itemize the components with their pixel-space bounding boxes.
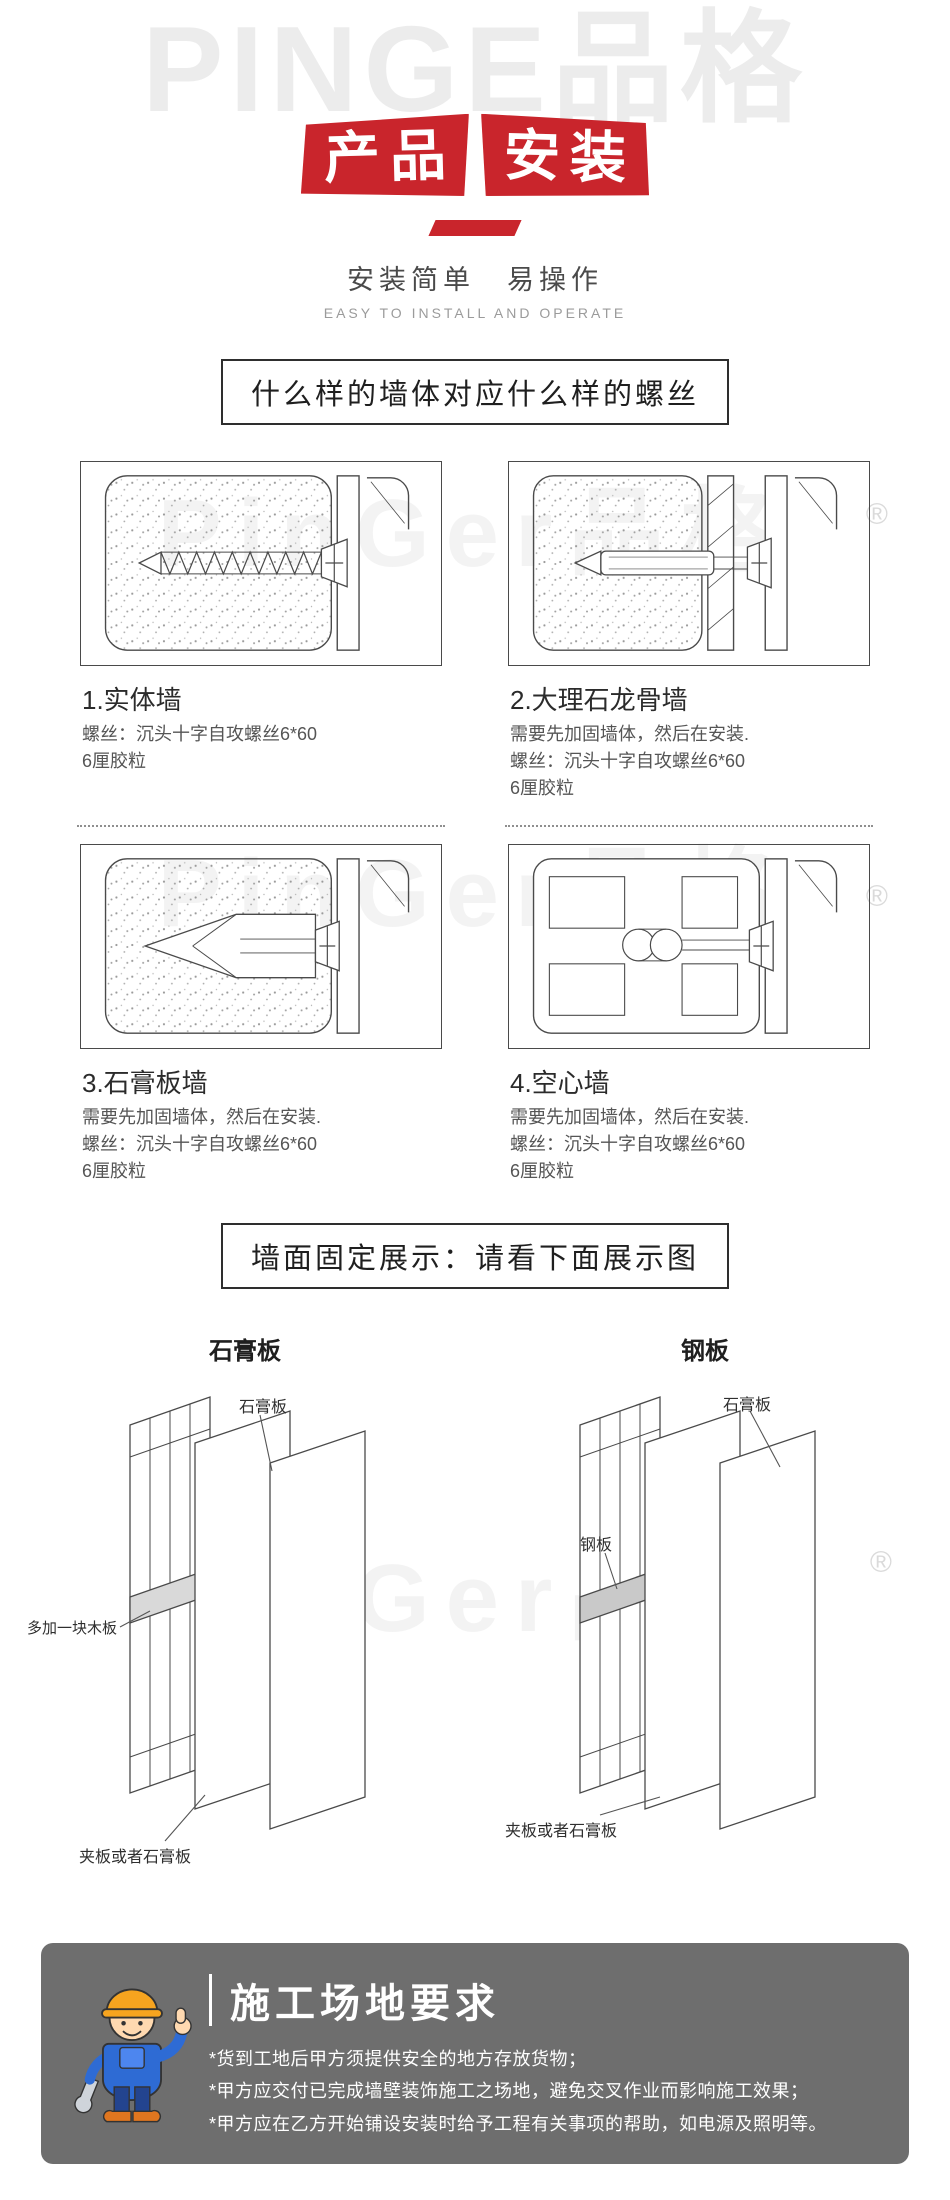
label-plywood-or-gypsum: 夹板或者石膏板 — [79, 1849, 192, 1866]
subtitle-en: EASY TO INSTALL AND OPERATE — [323, 305, 627, 321]
label-steel-plate: 钢板 — [580, 1537, 613, 1554]
section-title-wall-types: 什么样的墙体对应什么样的螺丝 — [220, 359, 729, 425]
diagram-steel-plate: 钢板 — [495, 1331, 915, 1885]
wall-panel-solid: 1.实体墙 螺丝：沉头十字自攻螺丝6*60 6厘胶粒 — [80, 461, 442, 802]
requirement-item: *甲方应在乙方开始铺设安装时给予工程有关事项的帮助，如电源及照明等。 — [209, 2113, 828, 2134]
badge-tile-left: 产品 — [299, 114, 471, 200]
wall-panel-title: 3.石膏板墙 — [82, 1068, 208, 1098]
worker-mascot-illustration — [74, 1988, 192, 2123]
wall-panel-line: 需要先加固墙体，然后在安装. — [510, 1107, 749, 1127]
diagram-header: 石膏板 — [209, 1338, 281, 1365]
wall-panel-line: 需要先加固墙体，然后在安装. — [510, 724, 749, 744]
wall-panel-hollow: 4.空心墙 需要先加固墙体，然后在安装. 螺丝：沉头十字自攻螺丝6*60 6厘胶… — [505, 825, 873, 1185]
wall-panel-title: 1.实体墙 — [82, 685, 182, 715]
diagram-stage: 石膏板 多加一块木板 夹板或者石膏板 — [27, 1365, 455, 1885]
diagram-stage: 石膏板 钢板 夹板或者石膏板 — [495, 1365, 915, 1885]
site-requirements-content: 施工场地要求 *货到工地后甲方须提供安全的地方存放货物； *甲方应交付已完成墙壁… — [209, 1967, 879, 2140]
hollow-wall-diagram — [532, 858, 838, 1034]
site-requirements-title: 施工场地要求 — [230, 1982, 500, 2026]
wall-panel-line: 螺丝：沉头十字自攻螺丝6*60 — [510, 751, 746, 771]
wall-panel-marble-figure — [508, 461, 870, 666]
wall-panel-line: 需要先加固墙体，然后在安装. — [82, 1107, 321, 1127]
label-gypsum-board: 石膏板 — [239, 1399, 288, 1416]
wall-panel-line: 螺丝：沉头十字自攻螺丝6*60 — [82, 724, 318, 744]
wall-panel-title: 4.空心墙 — [510, 1068, 610, 1098]
wall-panel-line: 6厘胶粒 — [82, 751, 147, 771]
label-plywood-or-gypsum: 夹板或者石膏板 — [505, 1823, 618, 1840]
wall-panel-line: 6厘胶粒 — [510, 778, 575, 798]
diagram-gypsum-board: 石膏板 — [27, 1331, 455, 1885]
red-divider — [428, 220, 522, 236]
wall-panel-marble: 2.大理石龙骨墙 需要先加固墙体，然后在安装. 螺丝：沉头十字自攻螺丝6*60 … — [508, 461, 870, 802]
vertical-divider — [209, 1974, 212, 2026]
wall-panel-line: 6厘胶粒 — [510, 1161, 575, 1181]
diagram-header: 钢板 — [681, 1338, 729, 1365]
exploded-wall-diagram — [119, 1396, 366, 1842]
title-badge: 产品 安装 — [0, 116, 950, 198]
wall-panel-solid-figure — [80, 461, 442, 666]
marble-keel-wall-diagram — [532, 475, 838, 651]
requirement-item: *货到工地后甲方须提供安全的地方存放货物； — [209, 2049, 587, 2069]
site-requirements-list: *货到工地后甲方须提供安全的地方存放货物； *甲方应交付已完成墙壁装饰施工之场地… — [209, 2043, 879, 2140]
wall-display-diagrams: 石膏板 — [27, 1331, 915, 1885]
requirement-item: *甲方应交付已完成墙壁装饰施工之场地，避免交叉作业而影响施工效果； — [209, 2081, 809, 2102]
badge-tile-right: 安装 — [479, 114, 651, 200]
solid-wall-diagram — [104, 475, 410, 651]
label-gypsum-board: 石膏板 — [723, 1397, 772, 1414]
site-requirements-header: 施工场地要求 — [209, 1971, 879, 2029]
wall-panel-line: 螺丝：沉头十字自攻螺丝6*60 — [82, 1134, 318, 1154]
wall-panel-gypsum: 3.石膏板墙 需要先加固墙体，然后在安装. 螺丝：沉头十字自攻螺丝6*60 6厘… — [77, 825, 445, 1185]
wall-panel-title: 2.大理石龙骨墙 — [510, 685, 688, 715]
exploded-wall-diagram — [579, 1396, 816, 1830]
site-requirements-box: 施工场地要求 *货到工地后甲方须提供安全的地方存放货物； *甲方应交付已完成墙壁… — [41, 1943, 909, 2165]
wall-panel-hollow-figure — [505, 825, 873, 1049]
gypsum-wall-diagram — [104, 858, 410, 1034]
wall-panel-line: 螺丝：沉头十字自攻螺丝6*60 — [510, 1134, 746, 1154]
section-title-wall-display: 墙面固定展示：请看下面展示图 — [220, 1223, 729, 1289]
wall-panel-grid: 1.实体墙 螺丝：沉头十字自攻螺丝6*60 6厘胶粒 — [77, 461, 873, 1185]
subtitle: 安装简单 易操作 — [347, 265, 603, 295]
wall-panel-gypsum-figure — [77, 825, 445, 1049]
label-extra-wood-board: 多加一块木板 — [27, 1620, 118, 1637]
wall-panel-line: 6厘胶粒 — [82, 1161, 147, 1181]
hero-header: 产品 安装 安装简单 易操作 EASY TO INSTALL AND OPERA… — [0, 0, 950, 321]
